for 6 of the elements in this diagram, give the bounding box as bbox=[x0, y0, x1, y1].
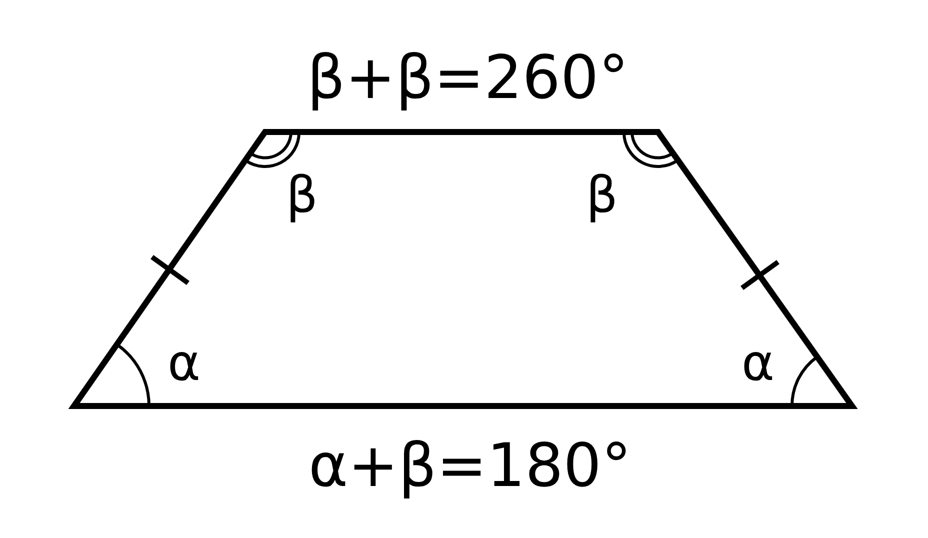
angle-label: β bbox=[586, 170, 618, 220]
angle-label: α bbox=[742, 338, 774, 388]
angle-sum-label: β+β=260° bbox=[307, 48, 629, 108]
angle-label: β bbox=[286, 170, 318, 220]
angle-sum-label: α+β=180° bbox=[308, 436, 632, 496]
angle-label: α bbox=[168, 338, 200, 388]
